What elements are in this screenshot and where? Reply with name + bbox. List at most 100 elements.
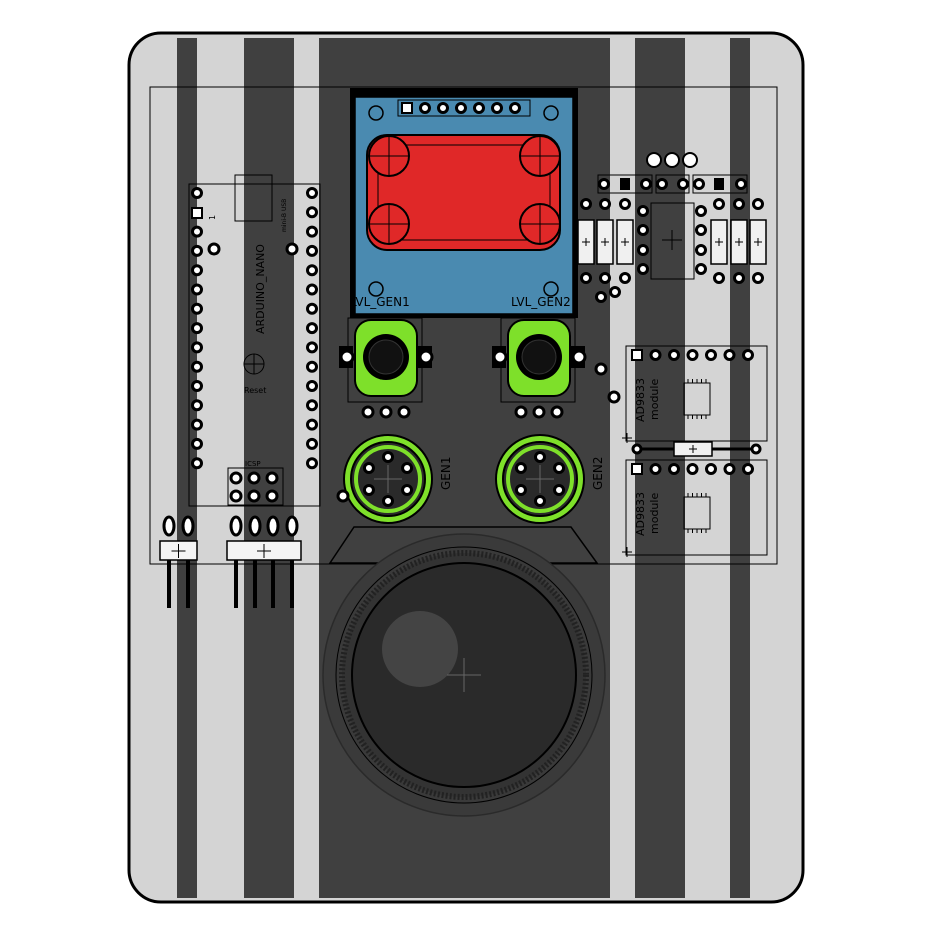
via (607, 390, 621, 404)
pad-icon (637, 244, 649, 256)
pad-icon (191, 457, 203, 470)
pad-icon (248, 515, 262, 537)
pad-icon (191, 302, 203, 315)
pad-icon (705, 349, 717, 361)
pin1-square-pad (191, 207, 203, 219)
pad-icon (306, 380, 318, 392)
pad-icon (695, 244, 707, 256)
pad-icon (580, 272, 592, 284)
pad-icon (191, 380, 203, 392)
arduino-label: ARDUINO_NANO (254, 244, 267, 334)
gen2-label: GEN2 (591, 457, 605, 491)
pot-shaft (521, 339, 557, 375)
pad-icon (266, 515, 280, 537)
pad-icon (631, 443, 643, 455)
ad9833-bottom-label: AD9833 (634, 492, 647, 536)
pad-icon (631, 463, 643, 475)
pad-icon (509, 102, 521, 114)
pad-icon (229, 489, 243, 503)
ad9833-module-outline (625, 345, 768, 442)
pad-icon (306, 225, 318, 238)
pad-icon (361, 405, 375, 419)
pad-icon (247, 489, 261, 503)
pad-icon (550, 405, 564, 419)
pad-icon (619, 198, 631, 210)
pad-icon (191, 264, 203, 277)
pad-icon (162, 515, 176, 537)
pad-icon (733, 272, 745, 284)
pad-icon (668, 349, 680, 361)
pad-icon (695, 205, 707, 217)
pad-icon (306, 283, 318, 296)
pad-icon (534, 451, 546, 463)
pin1-label: 1 (208, 215, 217, 220)
reset-label: Reset (244, 386, 266, 395)
pad-icon (637, 205, 649, 217)
diode (714, 178, 724, 190)
pad-icon (437, 102, 449, 114)
pad-icon (664, 152, 680, 168)
pad-icon (339, 349, 355, 365)
ad9833-module-outline (625, 459, 768, 556)
pad-icon (514, 405, 528, 419)
pad-icon (646, 152, 662, 168)
pad-icon (609, 286, 621, 298)
pad-icon (656, 178, 668, 190)
pad-icon (191, 341, 203, 354)
module-bottom-label: module (648, 493, 661, 534)
pad-icon (686, 463, 699, 475)
pad-icon (306, 457, 318, 470)
pad-icon (306, 399, 318, 412)
pad-icon (733, 198, 745, 210)
pad-icon (640, 178, 652, 190)
pot-shaft (368, 339, 404, 375)
pad-icon (306, 418, 318, 431)
pad-icon (595, 291, 607, 303)
pad-icon (677, 178, 689, 190)
pad-icon (492, 349, 508, 365)
pad-icon (191, 360, 203, 373)
pad-icon (723, 463, 736, 475)
pad-icon (229, 471, 243, 485)
pad-icon (598, 178, 610, 190)
pad-icon (306, 206, 318, 219)
pad-icon (265, 489, 279, 503)
pad-icon (382, 495, 394, 507)
pad-icon (514, 462, 527, 474)
pad-icon (401, 102, 413, 114)
pad-icon (637, 224, 649, 236)
pad-icon (191, 187, 203, 199)
module-top-label: module (648, 379, 661, 420)
icsp-header-outline (227, 467, 284, 506)
pad-icon (735, 178, 747, 190)
pad-icon (742, 463, 754, 475)
pad-icon (532, 405, 546, 419)
icsp-label: ICSP (245, 460, 261, 468)
pad-icon (191, 225, 203, 238)
pad-icon (649, 463, 662, 475)
pad-icon (419, 102, 431, 114)
pad-icon (637, 263, 649, 275)
pad-icon (306, 322, 318, 335)
pad-icon (713, 198, 725, 210)
pad-icon (553, 462, 566, 474)
pad-icon (382, 451, 394, 463)
pad-icon (599, 272, 611, 284)
pad-icon (229, 515, 243, 537)
pad-icon (750, 443, 762, 455)
pad-icon (491, 102, 503, 114)
pad-icon (534, 495, 546, 507)
pad-icon (265, 471, 279, 485)
pad-icon (695, 224, 707, 236)
pad-icon (580, 198, 592, 210)
mount-hole (207, 242, 221, 256)
pad-icon (599, 198, 611, 210)
gen1-label: GEN1 (439, 457, 453, 491)
usb-label: mini-B USB (281, 199, 288, 232)
pad-icon (401, 462, 414, 474)
pad-icon (723, 349, 736, 361)
pad-icon (553, 484, 566, 496)
pad-icon (752, 198, 764, 210)
diode (620, 178, 630, 190)
ad9833-top-label: AD9833 (634, 378, 647, 422)
